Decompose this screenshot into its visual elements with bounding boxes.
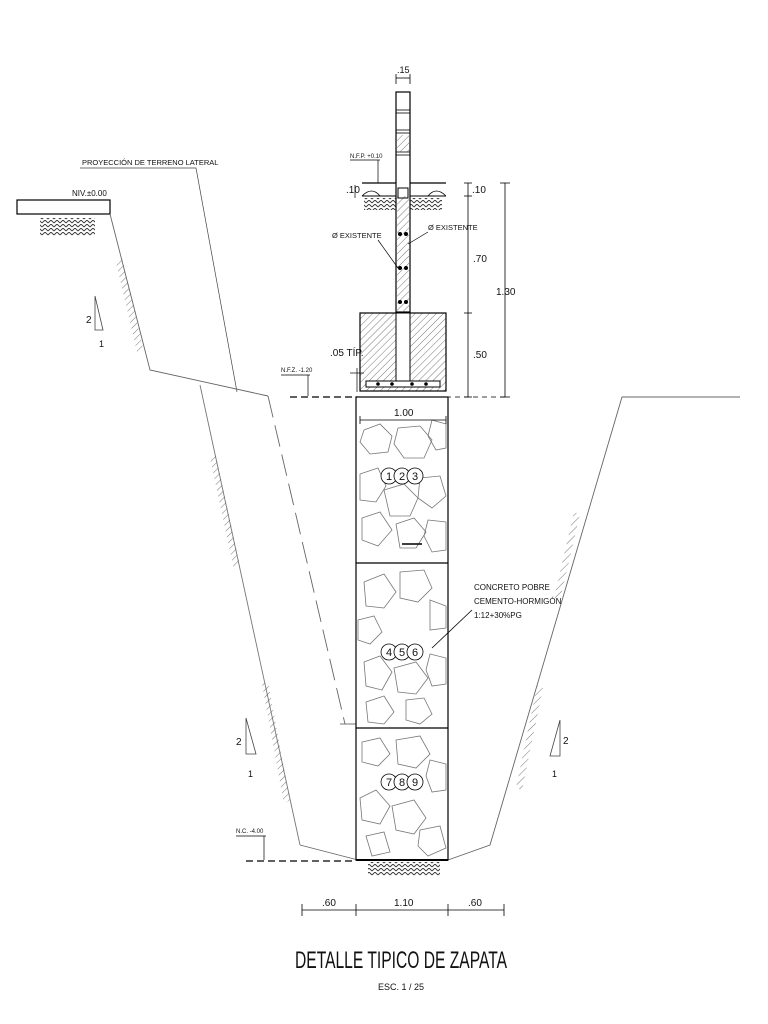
footing-rebar-mat	[365, 380, 441, 388]
layer-number: 6	[412, 647, 418, 659]
column-stirrup	[397, 187, 409, 199]
earth-hatch-left-2	[210, 456, 240, 570]
typical-label: .05 TÍP.	[330, 346, 364, 359]
layer-number: 9	[412, 777, 418, 789]
column-hatch	[397, 135, 409, 152]
excavation-bottom-left	[299, 844, 359, 861]
layer-number: 4	[386, 647, 392, 659]
concrete-note-line2: CEMENTO-HORMIGÓN	[474, 597, 562, 606]
terrain-projection-leader	[80, 167, 238, 393]
dim-column-width	[395, 74, 411, 84]
bar-label-left: Ø EXISTENTE	[332, 231, 382, 240]
column-lower-hatch	[397, 196, 409, 312]
concrete-note-leader	[431, 609, 473, 649]
lean-concrete-block	[355, 396, 449, 861]
footing-column-stub	[395, 312, 411, 384]
earth-hatch-ground	[40, 218, 95, 236]
layer-number: 2	[399, 471, 405, 483]
bar-label-right: Ø EXISTENTE	[428, 223, 478, 232]
earth-hatch-floor-left	[364, 198, 396, 210]
nfz-label: N.F.Z. -1.20	[281, 368, 313, 374]
concrete-note-line3: 1:12+30%PG	[474, 611, 522, 620]
floor-break-left	[361, 190, 381, 197]
layer-number: 3	[412, 471, 418, 483]
slope-indicator-lower-right: 2 1	[549, 719, 569, 779]
dim-top-right: .10	[472, 185, 486, 196]
dim-bottom-left: .60	[322, 898, 336, 909]
ground-level-label: NIV.±0.00	[72, 189, 107, 198]
dim-column-width-text: .15	[397, 65, 410, 75]
dim-total: 1.30	[496, 287, 516, 298]
column-rebar-dots	[398, 232, 408, 304]
layer-number: 1	[386, 471, 392, 483]
drawing-scale: ESC. 1 / 25	[378, 982, 424, 992]
dim-upper: .70	[473, 254, 487, 265]
footing-rebar-dots	[376, 382, 428, 386]
excavation-left-dashed	[267, 395, 346, 725]
layer-number: 8	[399, 777, 405, 789]
dim-bottom-right: .60	[468, 898, 482, 909]
earth-hatch-right-1	[554, 512, 580, 600]
layer-numbers: 1 2 3 4 5 6 7 8 9	[380, 467, 424, 791]
svg-text:1: 1	[552, 769, 557, 779]
earth-hatch-right-2	[516, 686, 543, 790]
dim-right-short-chain	[464, 182, 472, 398]
excavation-left-upper	[109, 213, 269, 397]
nfp-label: N.F.P. +0.10	[350, 154, 383, 160]
slope-indicator-upper-left: 2 1	[86, 295, 104, 349]
excavation-right	[447, 396, 740, 861]
earth-hatch-left-1	[116, 258, 143, 352]
dim-top-left: .10	[346, 185, 360, 196]
ground-level-slab	[16, 199, 111, 215]
nc-label: N.C. -4.00	[236, 829, 264, 835]
dim-footing-width	[359, 416, 447, 424]
layer-number: 5	[399, 647, 405, 659]
floor-break-right	[427, 190, 447, 197]
svg-text:2: 2	[563, 736, 569, 747]
svg-text:1: 1	[99, 339, 104, 349]
dim-lower: .50	[473, 350, 487, 361]
svg-text:2: 2	[86, 315, 92, 326]
earth-hatch-bottom	[368, 862, 440, 876]
slope-indicator-lower-left: 2 1	[236, 717, 257, 779]
aggregate-stones	[357, 419, 447, 857]
bar-leader-left	[377, 239, 399, 269]
bar-leader-right	[407, 231, 429, 245]
earth-hatch-left-3	[262, 682, 290, 804]
concrete-note-line1: CONCRETO POBRE	[474, 583, 550, 592]
drawing-title: DETALLE TIPICO DE ZAPATA	[295, 947, 507, 974]
dim-bottom-chain	[301, 904, 505, 916]
terrain-projection-label: PROYECCIÓN DE TERRENO LATERAL	[82, 158, 218, 167]
dim-footing-width-text: 1.00	[394, 408, 414, 419]
dim-bottom-mid: 1.10	[394, 898, 414, 909]
svg-text:2: 2	[236, 737, 242, 748]
svg-text:1: 1	[248, 769, 253, 779]
earth-hatch-floor-right	[410, 198, 442, 210]
column-break-marks	[396, 109, 410, 156]
layer-number: 7	[386, 777, 392, 789]
